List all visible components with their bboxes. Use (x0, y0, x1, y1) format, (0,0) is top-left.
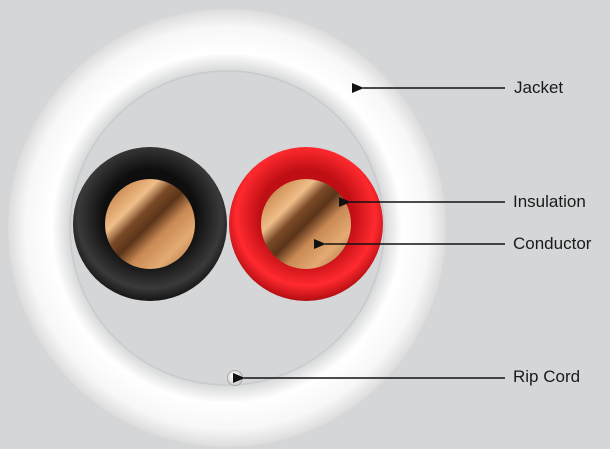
black-wire-copper-conductor (105, 179, 195, 269)
rip-cord (228, 371, 243, 386)
conductor-label: Conductor (513, 234, 591, 254)
jacket-label: Jacket (514, 78, 563, 98)
insulation-label: Insulation (513, 192, 586, 212)
red-wire-copper-conductor (261, 179, 351, 269)
rip-cord-label: Rip Cord (513, 367, 580, 387)
black-conductor-wire (73, 147, 227, 301)
red-conductor-wire (229, 147, 383, 301)
